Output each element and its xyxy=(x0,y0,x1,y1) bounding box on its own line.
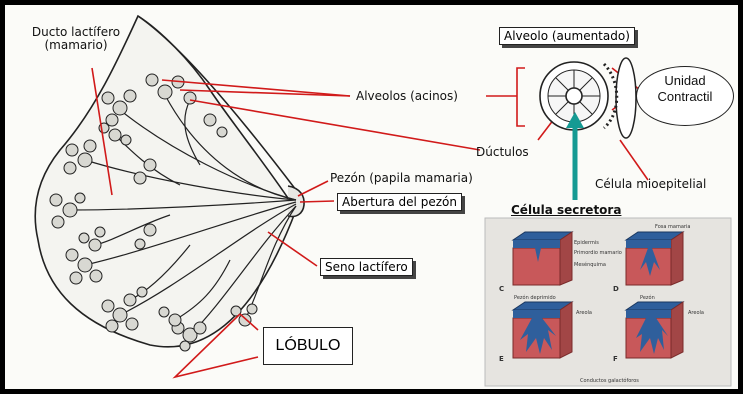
alveolus-enlarged xyxy=(540,58,636,138)
panel-letter-f: F xyxy=(613,356,618,362)
label-unidad-contractil: Unidad Contractil xyxy=(641,73,729,105)
teal-arrow xyxy=(566,112,584,200)
label-pezon: Pezón (papila mamaria) xyxy=(330,172,473,185)
label-celula-secretora: Célula secretora xyxy=(511,204,621,217)
panel-label-fosa: Fosa mamaria xyxy=(655,224,690,230)
panel-letter-c: C xyxy=(499,286,504,292)
panel-letter-d: D xyxy=(613,286,619,292)
panel-label-epidermis: Epidermis xyxy=(574,240,599,246)
label-celula-mioepitelial: Célula mioepitelial xyxy=(595,178,706,191)
label-alveolos: Alveolos (acinos) xyxy=(356,90,458,103)
label-abertura-pezon: Abertura del pezón xyxy=(337,193,462,211)
panel-label-areola-2: Areola xyxy=(688,310,704,316)
panel-label-pezon-deprimido: Pezón deprimido xyxy=(514,295,556,301)
label-ductulos: Dúctulos xyxy=(476,146,529,159)
panel-label-primordio: Primordio mamario xyxy=(574,250,622,256)
label-lobulo: LÓBULO xyxy=(263,327,353,365)
breast-outline xyxy=(35,16,296,347)
panel-label-areola: Areola xyxy=(576,310,592,316)
panel-letter-e: E xyxy=(499,356,504,362)
label-ducto-lactifero: Ducto lactífero (mamario) xyxy=(30,26,122,52)
panel-label-mesenquima: Mesénquima xyxy=(574,262,606,268)
panel-label-conductos: Conductos galactóforos xyxy=(580,378,639,384)
panel-label-pezon: Pezón xyxy=(640,295,655,301)
label-alveolo-aumentado: Alveolo (aumentado) xyxy=(499,27,635,45)
label-seno-lactifero: Seno lactífero xyxy=(320,258,413,276)
